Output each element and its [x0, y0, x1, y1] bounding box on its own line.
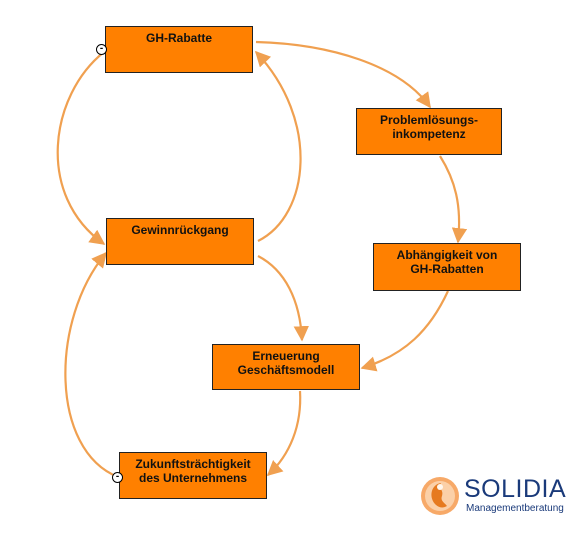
- edge-zukunft-to-gewinnrueckgang: [64, 251, 119, 479]
- polarity-minus-gh-rabatte: -: [96, 44, 107, 55]
- edge-gewinnrueckgang-to-gh-rabatte: [254, 50, 302, 242]
- node-zukunftstraechtigkeit: Zukunftsträchtigkeit des Unternehmens: [119, 452, 267, 499]
- node-abhaengigkeit-von-gh-rabatten: Abhängigkeit von GH-Rabatten: [373, 243, 521, 291]
- edge-abhaengigkeit-to-erneuerung: [360, 290, 449, 372]
- node-problemloesungs-inkompetenz: Problemlösungs- inkompetenz: [356, 108, 502, 155]
- edge-gh-rabatte-to-gewinnrueckgang: [56, 51, 106, 245]
- solidia-logo-mark: [421, 477, 459, 515]
- edge-gewinnrueckgang-to-erneuerung: [257, 255, 309, 342]
- logo-name: SOLIDIA: [464, 475, 567, 503]
- edge-problemloesung-to-abhaengigkeit: [439, 155, 468, 244]
- edge-erneuerung-to-zukunft: [266, 390, 302, 477]
- edge-gh-rabatte-to-problemloesung: [255, 40, 431, 109]
- node-gh-rabatte: GH-Rabatte: [105, 26, 253, 73]
- polarity-minus-zukunft: -: [112, 472, 123, 483]
- node-erneuerung-geschaeftsmodell: Erneuerung Geschäftsmodell: [212, 344, 360, 390]
- logo-subtitle: Managementberatung: [466, 503, 564, 514]
- node-gewinnrueckgang: Gewinnrückgang: [106, 218, 254, 265]
